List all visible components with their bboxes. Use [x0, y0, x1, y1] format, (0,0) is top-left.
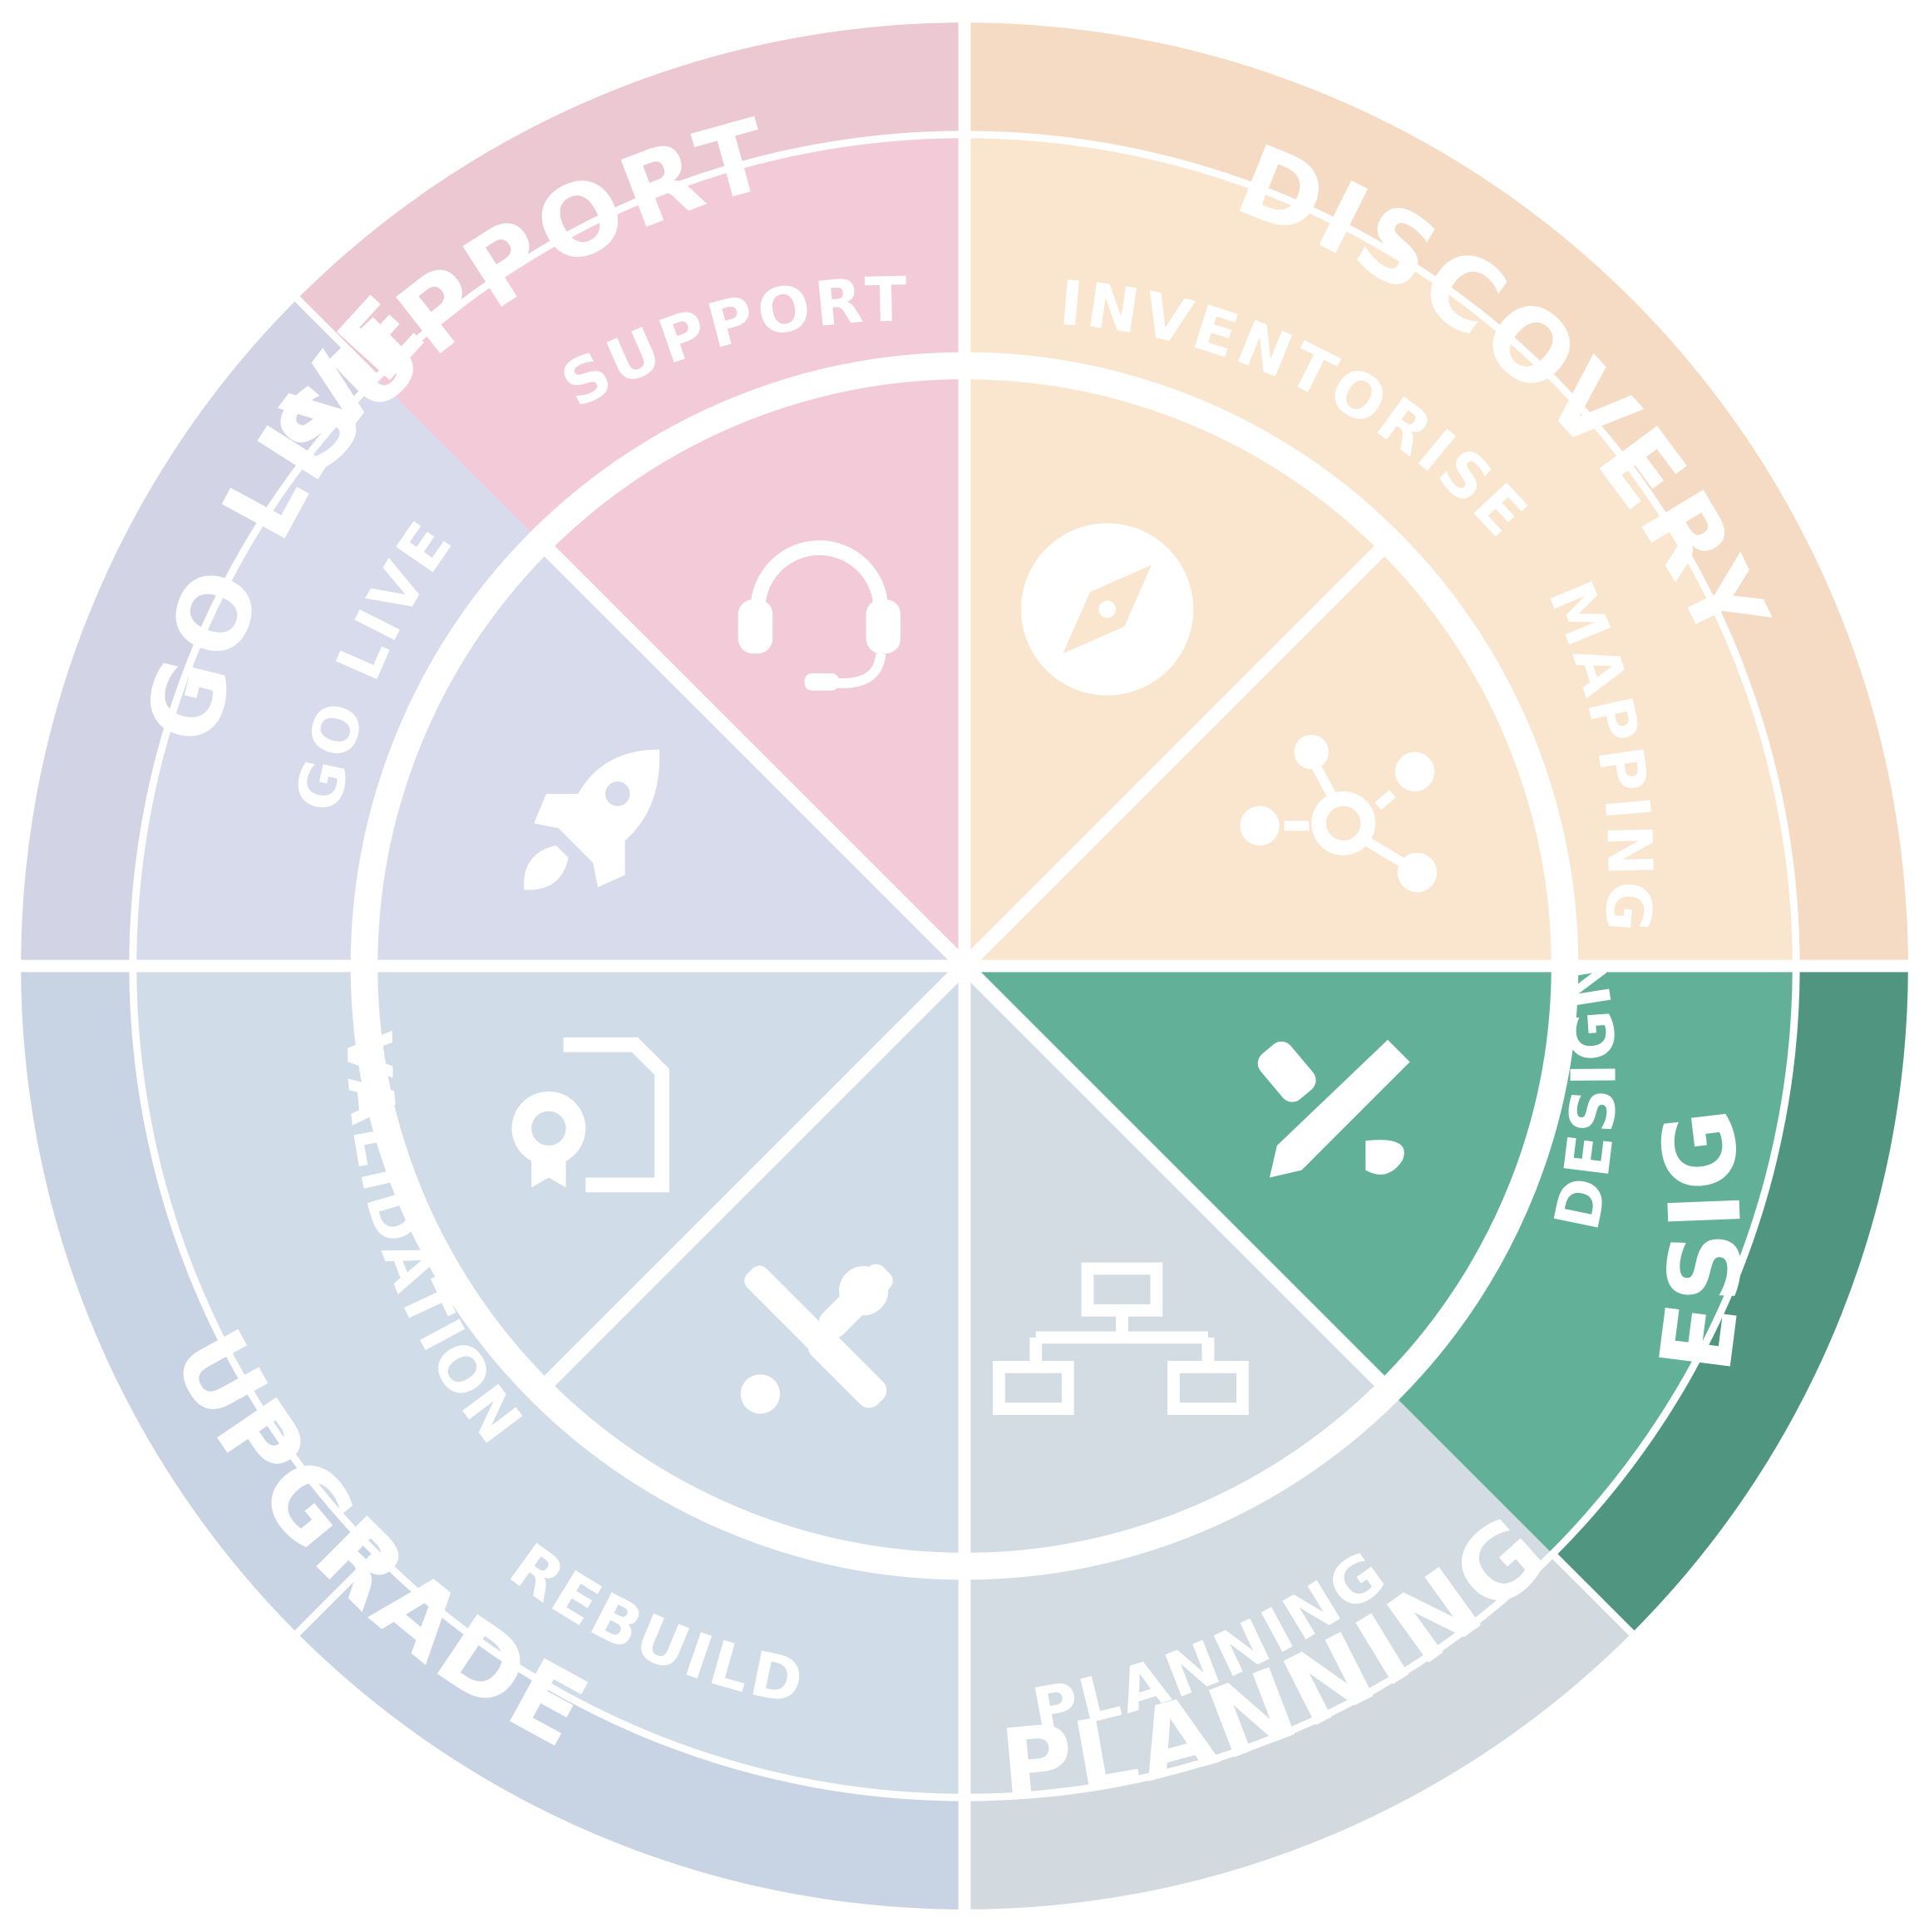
inner-segment-golive — [363, 541, 964, 966]
certificate-icon — [511, 1037, 669, 1193]
rocket-icon — [524, 749, 660, 890]
inner-disc — [363, 365, 1566, 1567]
tools-icon — [740, 1264, 893, 1414]
inner-segment-support — [540, 365, 964, 966]
inner-segment-design — [964, 966, 1566, 1391]
network-nodes-icon — [1240, 734, 1438, 893]
inner-segment-planning — [964, 966, 1389, 1567]
inner-segment-rebuild — [540, 966, 964, 1567]
inner-segment-inventorise — [964, 365, 1389, 966]
icons — [511, 523, 1438, 1416]
compass-icon — [1021, 523, 1194, 696]
sitemap-icon — [993, 1262, 1249, 1416]
headset-icon — [738, 540, 901, 691]
pencil-brush-icon — [1257, 1039, 1410, 1178]
